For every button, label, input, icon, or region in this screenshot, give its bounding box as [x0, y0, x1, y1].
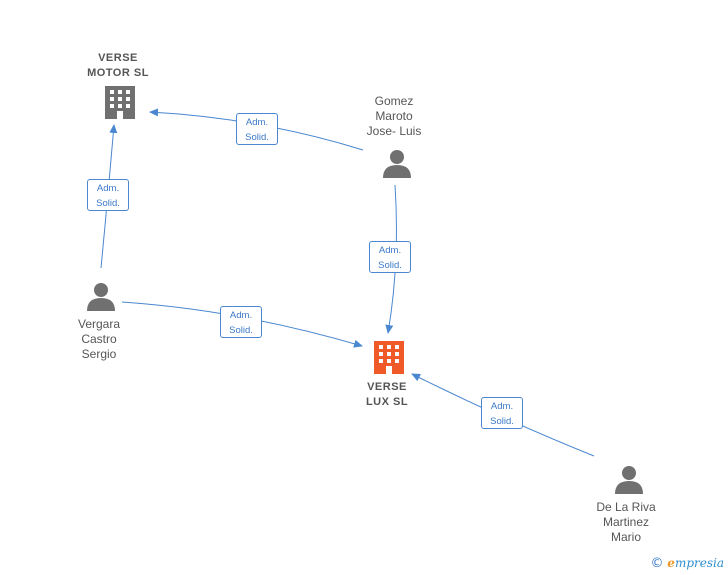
brand-logo-text: mpresia	[674, 556, 724, 570]
person-icon[interactable]	[87, 283, 115, 311]
building-icon-focus[interactable]	[374, 341, 404, 374]
edge-label-gomez-verse-motor[interactable]: Adm. Solid.	[236, 113, 278, 145]
edge-label-vergara-verse-lux[interactable]: Adm. Solid.	[220, 306, 262, 338]
edge-label-delariva-verse-lux[interactable]: Adm. Solid.	[481, 397, 523, 429]
node-label-gomez[interactable]: Gomez Maroto Jose- Luis	[366, 94, 422, 138]
empresia-watermark: © empresia	[650, 556, 724, 571]
edge-label-gomez-verse-lux[interactable]: Adm. Solid.	[369, 241, 411, 273]
edge-label-vergara-verse-motor[interactable]: Adm. Solid.	[87, 179, 129, 211]
node-label-vergara[interactable]: Vergara Castro Sergio	[77, 317, 121, 361]
person-icon[interactable]	[615, 466, 643, 494]
node-label-verse-motor[interactable]: VERSE MOTOR SL	[87, 52, 149, 79]
person-icon[interactable]	[383, 150, 411, 178]
copyright-icon: ©	[650, 556, 664, 571]
brand-logo-initial: e	[667, 556, 675, 570]
building-icon[interactable]	[105, 86, 135, 119]
node-label-delariva[interactable]: De La Riva Martinez Mario	[596, 500, 656, 544]
node-label-verse-lux[interactable]: VERSE LUX SL	[365, 381, 409, 408]
